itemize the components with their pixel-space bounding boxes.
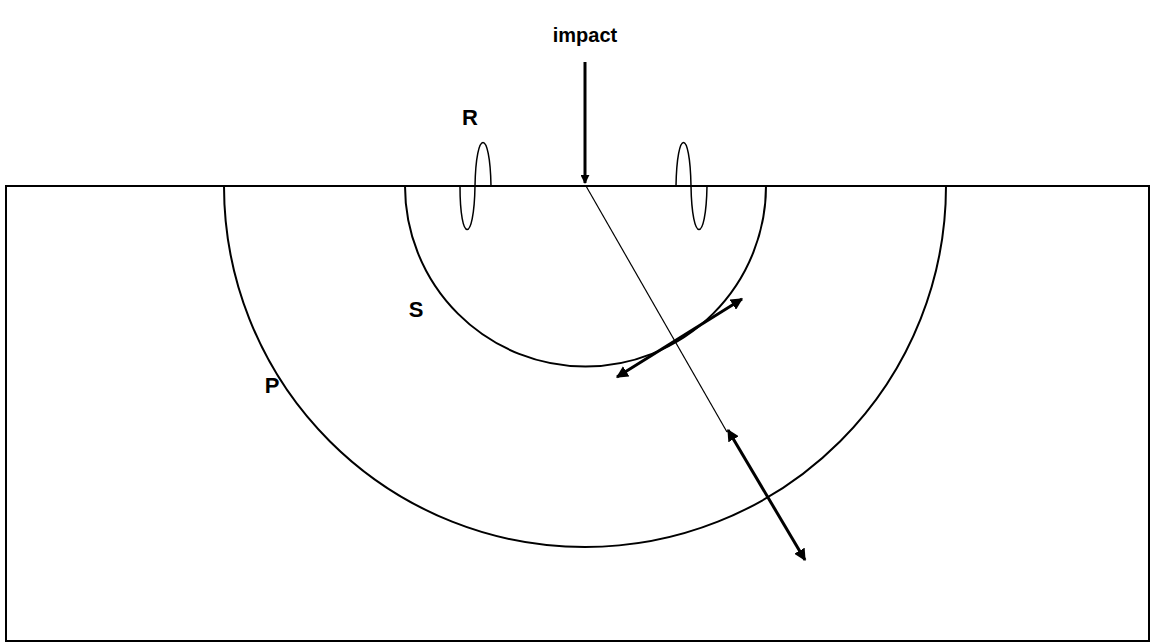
wave-label: P — [265, 375, 280, 397]
p-motion-arrow — [728, 430, 805, 560]
s-wavefront — [405, 186, 766, 367]
r-wavelet — [676, 143, 707, 230]
impact-arrow — [584, 62, 587, 183]
s-motion-arrow — [617, 299, 742, 377]
r-wavelet — [460, 143, 491, 230]
impact-label: impact — [553, 25, 617, 45]
ray-line — [586, 186, 727, 432]
p-wavefront — [224, 186, 946, 547]
wave-label: R — [462, 107, 478, 129]
wave-label: S — [409, 299, 424, 321]
ground-block — [6, 186, 1149, 641]
